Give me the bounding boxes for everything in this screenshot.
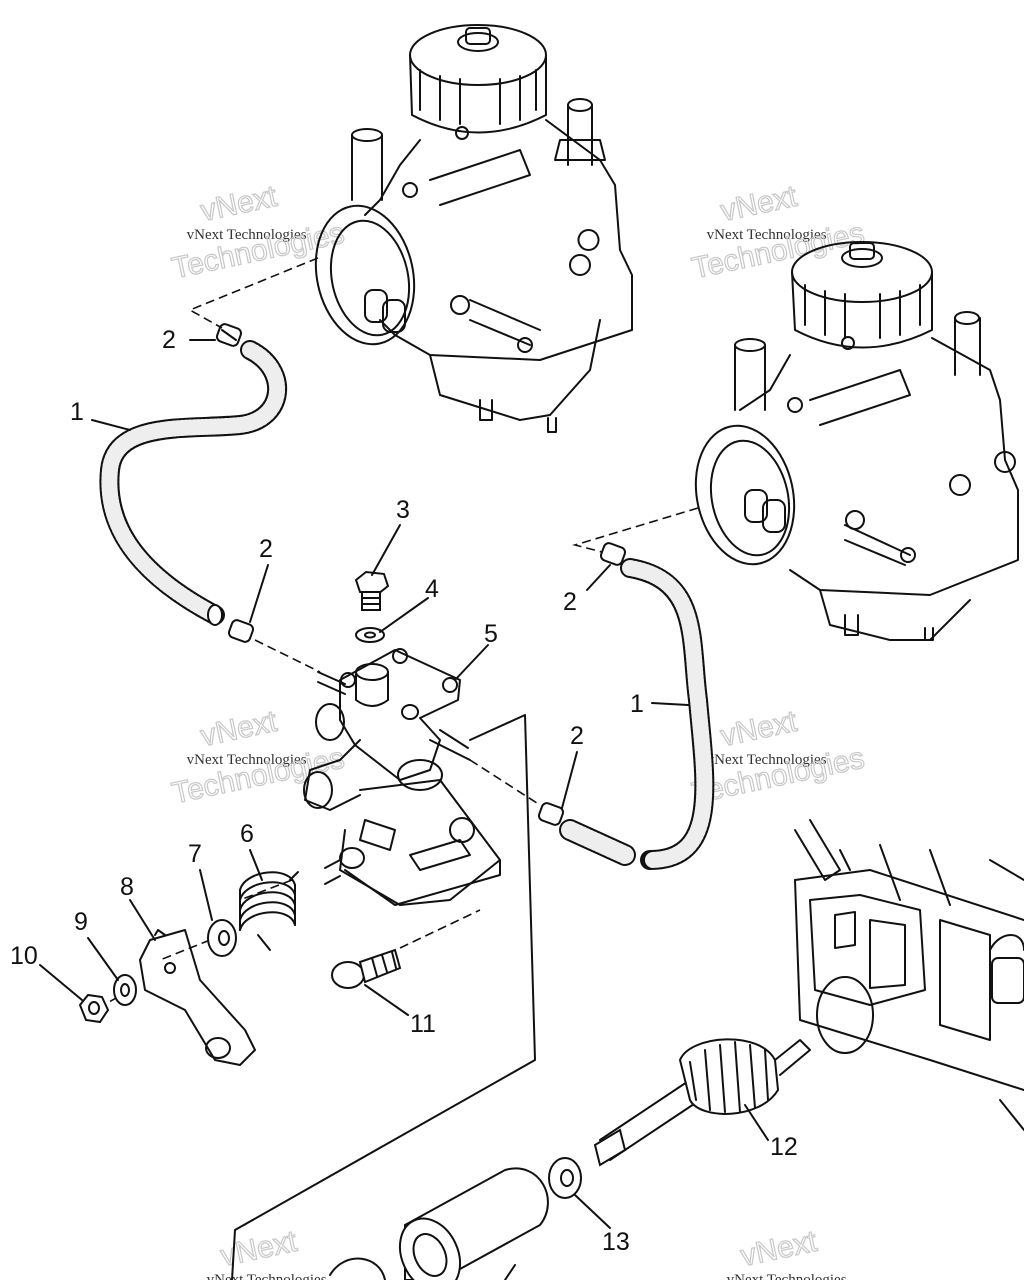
- oil-pump: [303, 648, 501, 906]
- connector-line: [399, 909, 481, 949]
- hose-left: [99, 340, 287, 626]
- callout-2-left: 2: [259, 535, 273, 563]
- mounting-screw: [331, 948, 402, 989]
- connector-line: [572, 507, 699, 553]
- callout-leaders: [39, 339, 769, 1229]
- watermark-bottom-left: vNext vNext Technologies: [207, 1224, 327, 1280]
- thrust-washer: [548, 1157, 582, 1199]
- callout-13: 13: [602, 1228, 630, 1256]
- callout-9: 9: [74, 908, 88, 936]
- drive-gear-shaft: [593, 1038, 811, 1167]
- callout-1-right: 1: [630, 690, 644, 718]
- callout-4: 4: [425, 575, 439, 603]
- carburetor-lower: [694, 241, 1019, 641]
- watermark-vnext: vNext: [738, 1225, 821, 1273]
- watermark-vnext: vNext: [198, 180, 281, 228]
- callout-2-top: 2: [162, 326, 176, 354]
- connector-line: [188, 257, 319, 329]
- callout-7: 7: [188, 840, 202, 868]
- callout-5: 5: [484, 620, 498, 648]
- watermark-text: vNext Technologies: [707, 227, 827, 243]
- callout-8: 8: [120, 873, 134, 901]
- watermark-vnext: vNext: [718, 180, 801, 228]
- watermark-vnext: vNext: [218, 1225, 301, 1273]
- callout-11: 11: [410, 1010, 436, 1038]
- clamp-right-mid: [537, 802, 565, 826]
- watermark-vnext: vNext: [718, 705, 801, 753]
- watermark-text: vNext Technologies: [727, 1272, 847, 1280]
- watermark-mid-left: vNext vNext Technologies Technologies: [169, 704, 348, 811]
- callout-1-left: 1: [70, 398, 84, 426]
- pump-lever: [139, 929, 256, 1066]
- clamp-right-top: [599, 542, 627, 566]
- watermark-top-right: vNext vNext Technologies Technologies: [689, 179, 868, 286]
- watermark-bottom-right: vNext vNext Technologies: [727, 1224, 847, 1280]
- connector-line: [469, 759, 541, 806]
- callout-2-right-top: 2: [563, 588, 577, 616]
- bracket-line: [231, 714, 536, 1280]
- connector-line: [254, 639, 321, 673]
- clamp-left: [227, 619, 255, 643]
- callout-2-right-mid: 2: [570, 722, 584, 750]
- watermark-text: vNext Technologies: [707, 752, 827, 768]
- hose-right: [559, 558, 715, 870]
- carburetor-upper: [314, 24, 633, 433]
- sealing-washer: [355, 627, 385, 643]
- watermark-vnext: vNext: [198, 705, 281, 753]
- watermark-text: vNext Technologies: [187, 227, 307, 243]
- engine-case: [794, 819, 1024, 1131]
- clamp-top: [215, 323, 243, 347]
- return-spring: [239, 871, 299, 951]
- watermark-text: vNext Technologies: [187, 752, 307, 768]
- lock-washer: [113, 974, 137, 1006]
- watermark-top-left: vNext vNext Technologies Technologies: [169, 179, 348, 286]
- hex-nut: [78, 993, 110, 1024]
- callout-12: 12: [770, 1133, 798, 1161]
- callout-6: 6: [240, 820, 254, 848]
- watermark-text: vNext Technologies: [207, 1272, 327, 1280]
- callout-3: 3: [396, 496, 410, 524]
- shaft-bushing: [329, 1167, 549, 1280]
- callout-10: 10: [10, 942, 38, 970]
- flat-washer: [207, 919, 237, 957]
- banjo-bolt: [354, 570, 390, 611]
